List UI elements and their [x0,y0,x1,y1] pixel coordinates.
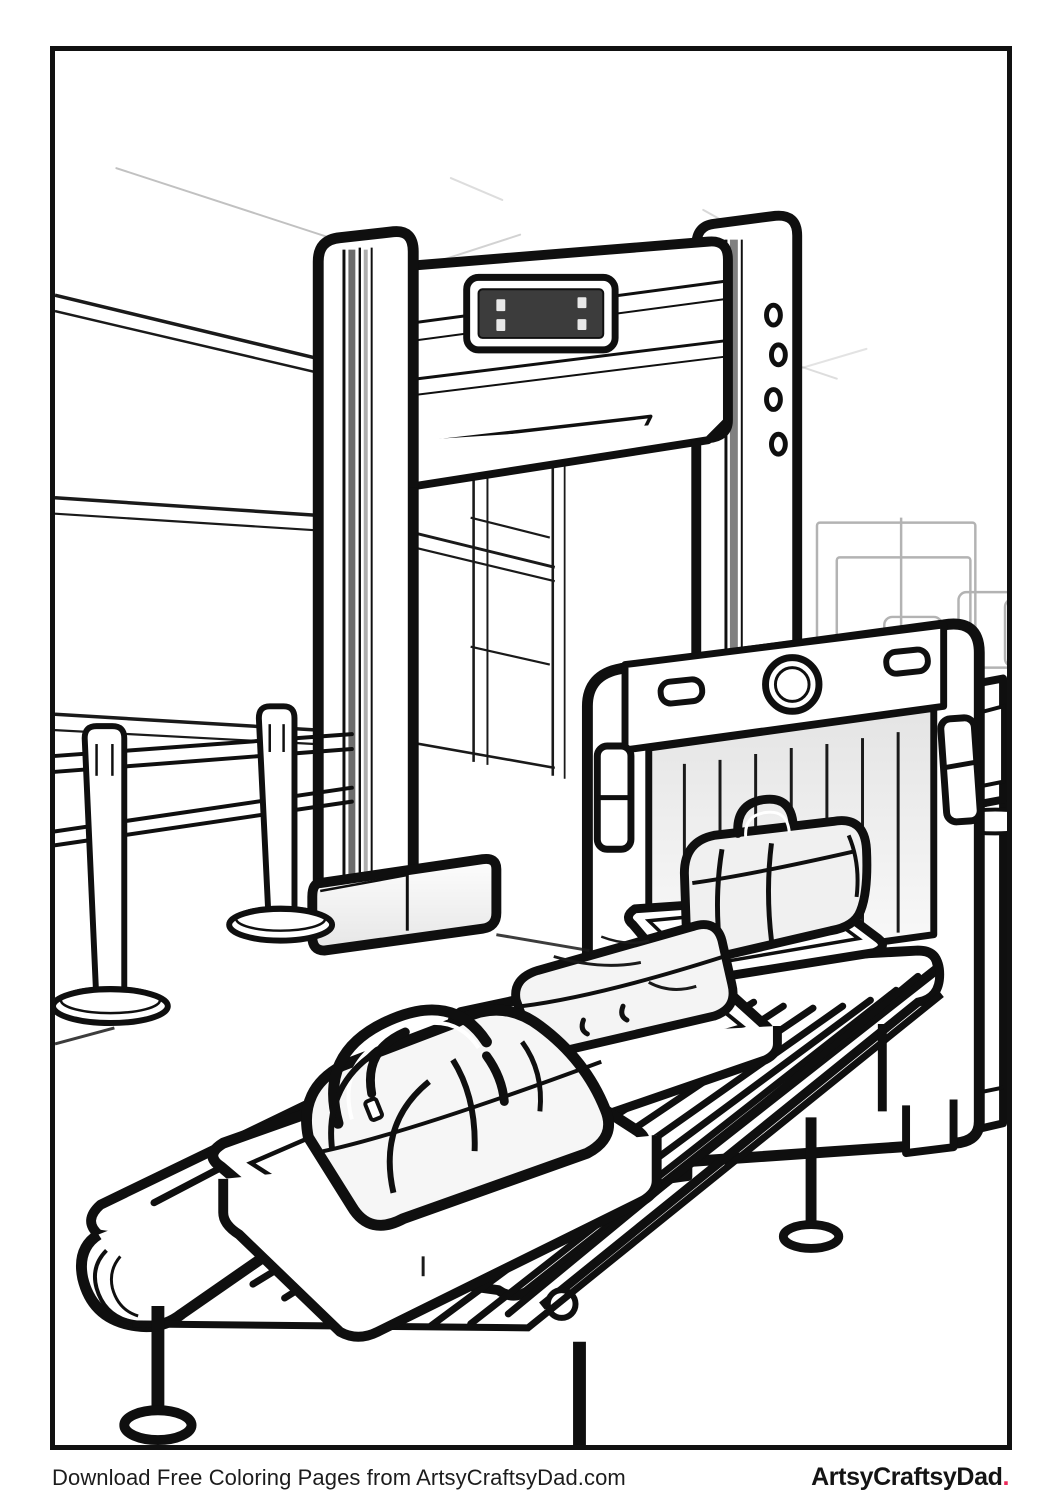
metal-detector-indicator-lights [496,297,587,331]
floor-lines [55,933,590,1046]
metal-detector-side-ports [764,302,788,457]
brand-dot: . [1002,1463,1009,1491]
metal-detector-base [307,853,502,956]
queue-barrier-system [55,703,354,1027]
brand-logo: ArtsyCraftsyDad. [811,1463,1009,1492]
duffel-bag-front [301,1004,614,1231]
page-footer: Download Free Coloring Pages from ArtsyC… [0,1455,1061,1500]
download-caption: Download Free Coloring Pages from ArtsyC… [52,1464,626,1490]
conveyor-legs [119,1024,887,1445]
metal-detector-display[interactable] [463,273,619,354]
queue-stanchion-right [226,703,336,944]
queue-stanchion-left [55,723,171,1027]
xray-lens [762,654,823,715]
brand-name: ArtsyCraftsyDad [811,1463,1003,1491]
airport-security-illustration [55,167,1007,1445]
artwork-frame [50,46,1012,1450]
